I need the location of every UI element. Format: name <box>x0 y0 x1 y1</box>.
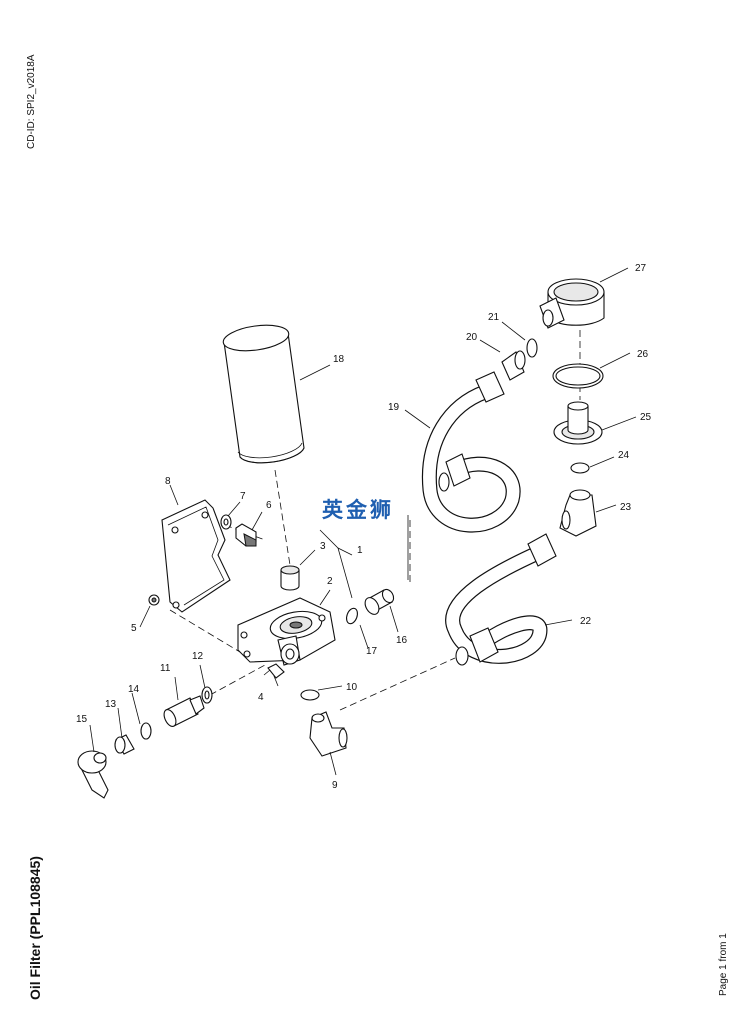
adapter-27 <box>539 278 605 329</box>
bolt-6 <box>235 523 257 547</box>
elbow-fitting-9 <box>309 711 348 757</box>
callout-8: 8 <box>165 476 171 487</box>
callout-21: 21 <box>488 312 500 323</box>
callout-17: 17 <box>366 646 378 657</box>
nut-5 <box>148 594 160 606</box>
leader-lines <box>89 267 637 776</box>
callout-7: 7 <box>240 491 246 502</box>
callout-24: 24 <box>618 450 630 461</box>
o-ring-26 <box>552 363 604 389</box>
plug-15 <box>77 750 109 799</box>
bolt-4 <box>267 663 285 687</box>
fitting-16 <box>364 588 395 615</box>
callout-19: 19 <box>388 402 400 413</box>
callout-11: 11 <box>160 663 171 674</box>
hose-22 <box>445 533 557 666</box>
o-ring-24 <box>570 462 590 474</box>
callout-5: 5 <box>131 623 137 634</box>
callout-6: 6 <box>266 500 272 511</box>
callout-20: 20 <box>466 332 478 343</box>
callout-4: 4 <box>258 692 264 703</box>
o-ring-17 <box>346 607 358 625</box>
o-ring-14 <box>140 722 152 740</box>
callout-23: 23 <box>620 502 632 513</box>
callout-18: 18 <box>333 354 345 365</box>
callout-13: 13 <box>105 699 117 710</box>
washer-12 <box>201 686 213 704</box>
callout-2: 2 <box>327 576 333 587</box>
washer-7 <box>220 514 232 530</box>
sensor-11 <box>163 695 205 727</box>
adapter-13 <box>114 734 135 755</box>
callout-14: 14 <box>128 684 140 695</box>
callout-1: 1 <box>357 545 363 556</box>
elbow-fitting-23 <box>559 489 597 537</box>
filter-head <box>237 597 336 666</box>
callout-25: 25 <box>640 412 652 423</box>
watermark: 英金狮 <box>322 498 394 522</box>
callout-numbers: 1 2 3 4 5 6 7 8 9 10 11 12 13 14 15 16 1… <box>76 263 652 791</box>
hose-19 <box>421 371 521 533</box>
oil-filter-cartridge <box>222 324 305 464</box>
mounting-bracket <box>161 499 231 613</box>
callout-9: 9 <box>332 780 338 791</box>
o-ring-10 <box>300 689 320 701</box>
callout-27: 27 <box>635 263 647 274</box>
callout-10: 10 <box>346 682 358 693</box>
flange-25 <box>553 401 603 445</box>
callout-12: 12 <box>192 651 204 662</box>
callout-3: 3 <box>320 541 326 552</box>
callout-15: 15 <box>76 714 88 725</box>
callout-16: 16 <box>396 635 408 646</box>
callout-26: 26 <box>637 349 649 360</box>
o-ring-21 <box>526 338 538 358</box>
sleeve-3 <box>280 565 300 591</box>
fitting-20 <box>501 350 526 381</box>
callout-22: 22 <box>580 616 592 627</box>
